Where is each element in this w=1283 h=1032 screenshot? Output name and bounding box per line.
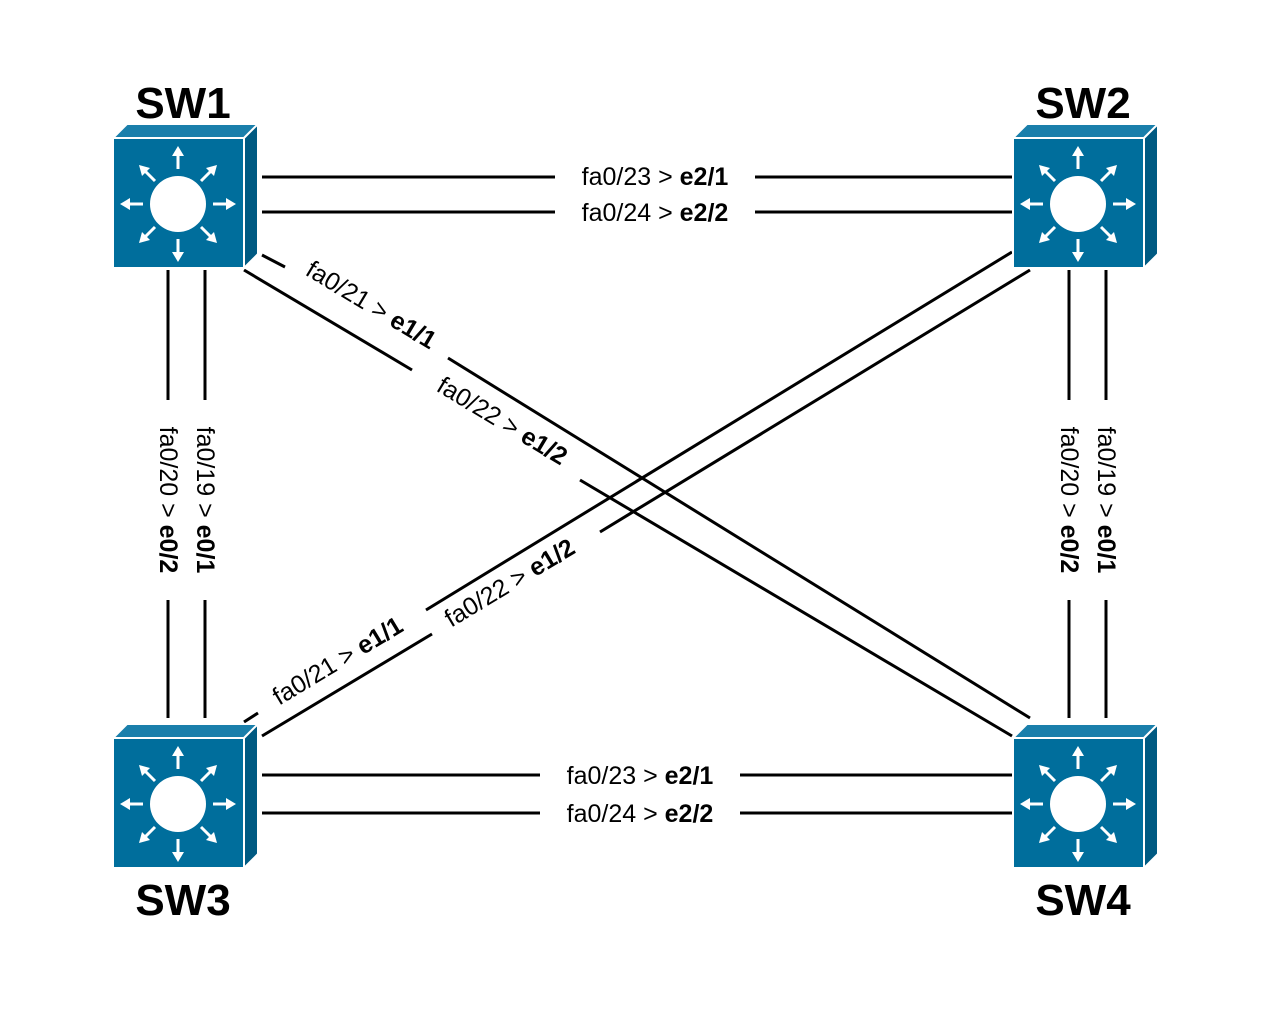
switch-sw1[interactable]: SW1 [111, 79, 260, 270]
link-sw2-sw4-1: fa0/20 > e0/2 [1055, 270, 1083, 718]
link-label: fa0/24 > e2/2 [582, 199, 729, 227]
switch-label: SW2 [1035, 79, 1130, 128]
link-sw3-sw4-2: fa0/24 > e2/2 [262, 800, 1012, 828]
switch-label: SW3 [135, 876, 230, 925]
link-label: fa0/20 > e0/2 [1055, 427, 1083, 574]
link-sw1-sw2-2: fa0/24 > e2/2 [262, 199, 1012, 227]
link-sw1-sw3-2: fa0/19 > e0/1 [191, 270, 219, 718]
switch-label: SW4 [1035, 876, 1131, 925]
link-sw3-sw2-1: fa0/21 > e1/1 [243, 250, 1013, 724]
layer3-switch-icon [111, 122, 260, 270]
layer3-switch-icon [1011, 122, 1160, 270]
link-label: fa0/24 > e2/2 [567, 800, 714, 828]
link-label: fa0/23 > e2/1 [567, 762, 714, 790]
switch-sw4[interactable]: SW4 [1011, 722, 1160, 925]
link-sw2-sw4-2: fa0/19 > e0/1 [1092, 270, 1120, 718]
link-label: fa0/20 > e0/2 [154, 427, 182, 574]
link-sw1-sw3-1: fa0/20 > e0/2 [154, 270, 182, 718]
link-label: fa0/23 > e2/1 [582, 163, 729, 191]
link-label: fa0/19 > e0/1 [1092, 427, 1120, 574]
link-sw3-sw2-2: fa0/22 > e1/2 [261, 268, 1031, 738]
switch-sw2[interactable]: SW2 [1011, 79, 1160, 270]
link-sw1-sw4-2: fa0/22 > e1/2 [243, 268, 1013, 738]
link-sw3-sw4-1: fa0/23 > e2/1 [262, 762, 1012, 790]
link-label: fa0/21 > e1/1 [301, 255, 441, 355]
layer3-switch-icon [1011, 722, 1160, 870]
switch-sw3[interactable]: SW3 [111, 722, 260, 925]
link-label: fa0/22 > e1/2 [440, 533, 580, 633]
link-sw1-sw2-1: fa0/23 > e2/1 [262, 163, 1012, 191]
layer3-switch-icon [111, 722, 260, 870]
link-label: fa0/19 > e0/1 [191, 427, 219, 574]
switch-label: SW1 [135, 79, 230, 128]
